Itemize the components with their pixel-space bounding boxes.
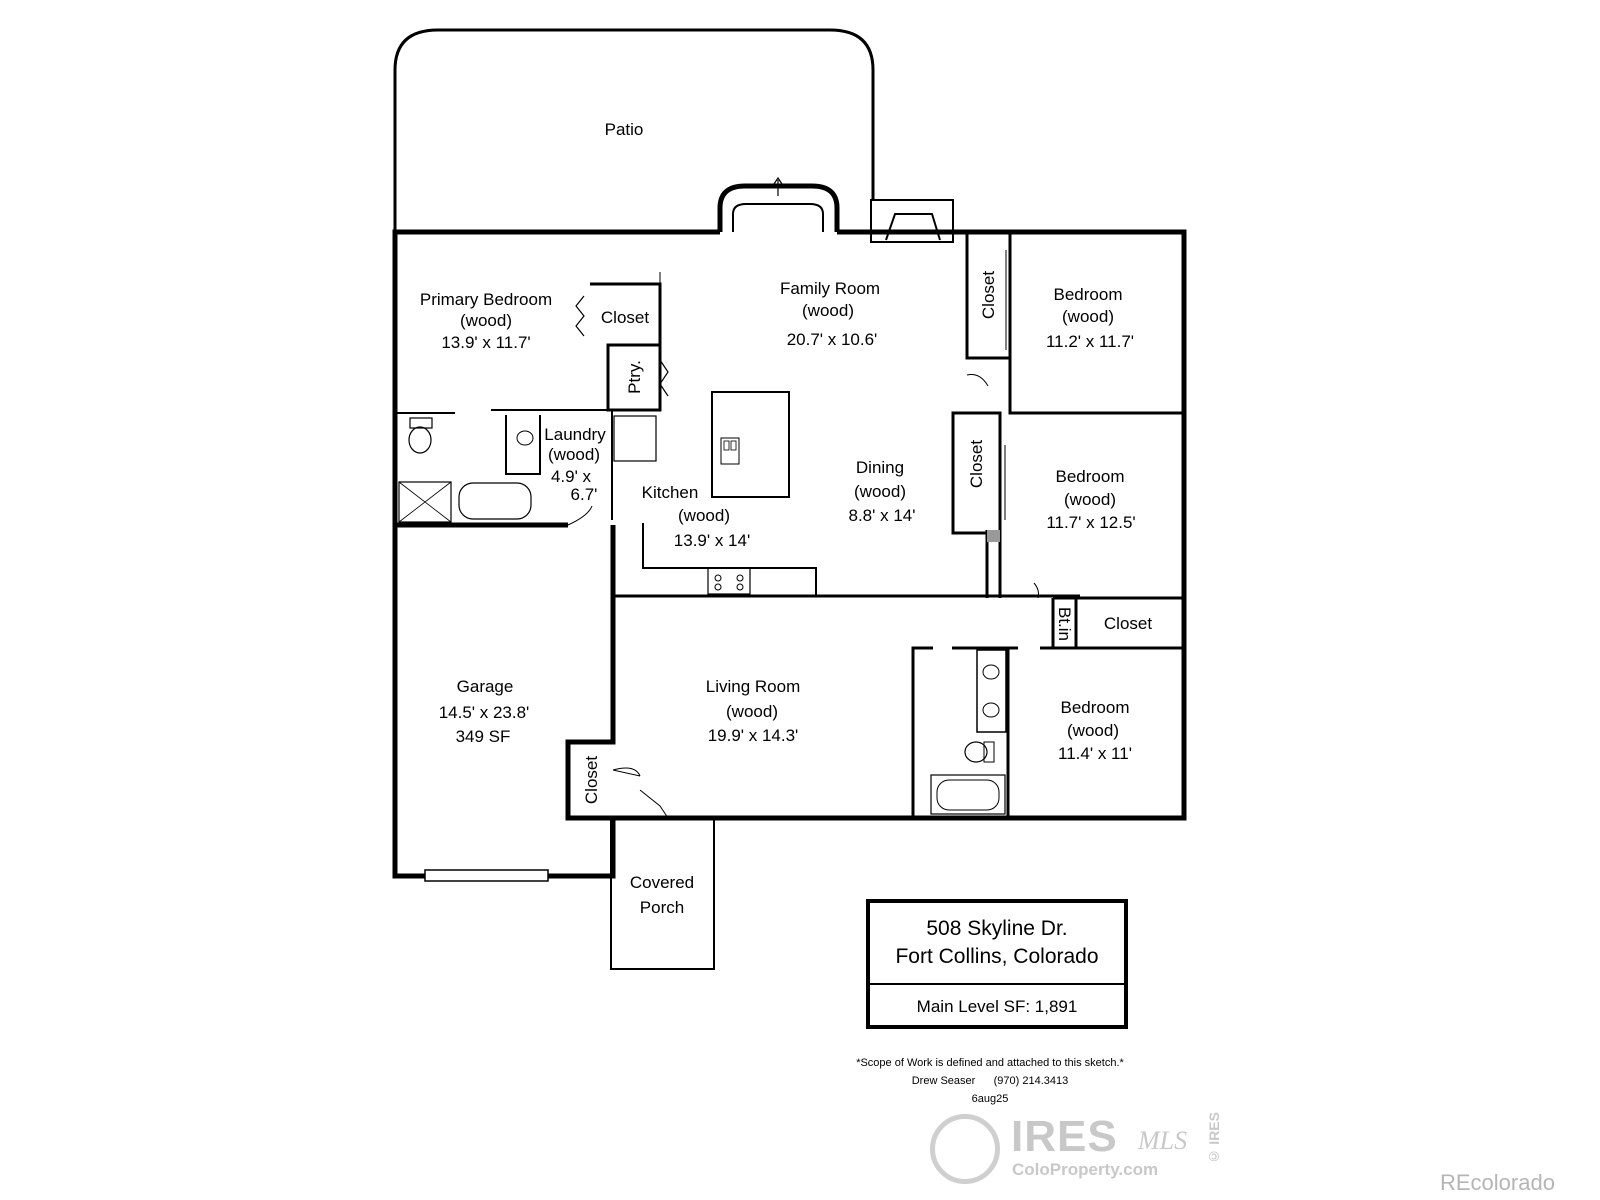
bedroom-e-closet-label: Closet (967, 440, 986, 488)
sketch-notes: *Scope of Work is defined and attached t… (800, 1054, 1180, 1108)
living-room-floor: (wood) (726, 702, 778, 721)
address-line-2: Fort Collins, Colorado (895, 945, 1099, 968)
primary-bedroom-size: 13.9' x 11.7' (441, 333, 530, 352)
kitchen-floor: (wood) (678, 506, 730, 525)
contact-line: Drew Seaser (970) 214.3413 (800, 1072, 1180, 1090)
bedroom-se-floor: (wood) (1067, 721, 1119, 740)
laundry-size-1: 4.9' x (551, 467, 592, 486)
laundry-name: Laundry (544, 425, 606, 444)
ires-site: ColoProperty.com (1012, 1160, 1159, 1179)
fireplace (870, 199, 954, 243)
bedroom-ne-name: Bedroom (1054, 285, 1123, 304)
ires-watermark: IRES MLS ColoProperty.com © IRES (926, 1110, 1236, 1190)
pantry-label: Ptry. (625, 360, 644, 394)
built-in-label: Bt.in (1055, 607, 1074, 641)
family-room-floor: (wood) (802, 301, 854, 320)
dining-size: 8.8' x 14' (849, 506, 916, 525)
garage-door (424, 869, 549, 882)
dining-name: Dining (856, 458, 904, 477)
covered-porch-line2: Porch (640, 898, 684, 917)
house-exterior-wall (392, 229, 1187, 879)
garage-size: 14.5' x 23.8' (439, 703, 530, 722)
bedroom-se-name: Bedroom (1061, 698, 1130, 717)
kitchen-name: Kitchen (642, 483, 699, 502)
ires-brand: IRES (1011, 1112, 1118, 1161)
bedroom-ne-closet-label: Closet (979, 271, 998, 319)
family-room-name: Family Room (780, 279, 880, 298)
garage-closet-label: Closet (582, 756, 601, 804)
bedroom-se-size: 11.4' x 11' (1058, 744, 1132, 763)
primary-bedroom-floor: (wood) (460, 311, 512, 330)
patio-outline (393, 28, 875, 232)
address-box: 508 Skyline Dr. Fort Collins, Colorado M… (866, 899, 1128, 1029)
family-room-size: 20.7' x 10.6' (787, 330, 878, 349)
primary-closet-label: Closet (601, 308, 649, 327)
ires-copyright: © IRES (1206, 1112, 1222, 1165)
covered-porch-line1: Covered (630, 873, 694, 892)
scope-note: *Scope of Work is defined and attached t… (856, 1057, 1124, 1069)
house-logo-icon (930, 1114, 1000, 1184)
kitchen-size: 13.9' x 14' (674, 531, 750, 550)
ires-mls: MLS (1138, 1126, 1188, 1155)
contact-phone: (970) 214.3413 (993, 1075, 1069, 1087)
primary-bedroom-name: Primary Bedroom (420, 290, 552, 309)
dining-floor: (wood) (854, 482, 906, 501)
living-room-size: 19.9' x 14.3' (708, 726, 799, 745)
covered-porch (610, 817, 715, 970)
bedroom-ne-floor: (wood) (1062, 307, 1114, 326)
bedroom-ne-size: 11.2' x 11.7' (1046, 332, 1134, 351)
living-room-name: Living Room (706, 677, 801, 696)
recolorado-watermark: REcolorado (1440, 1170, 1555, 1195)
laundry-size-2: 6.7' (571, 485, 598, 504)
bedroom-e-size: 11.7' x 12.5' (1046, 513, 1135, 532)
garage-area: 349 SF (456, 727, 511, 746)
bedroom-e-name: Bedroom (1056, 467, 1125, 486)
contact-name: Drew Seaser (911, 1075, 976, 1087)
garage-name: Garage (457, 677, 514, 696)
bedroom-e-floor: (wood) (1064, 490, 1116, 509)
main-level-sf: Main Level SF: 1,891 (916, 997, 1078, 1016)
hall-closet-label: Closet (1104, 614, 1152, 633)
patio-label: Patio (605, 120, 644, 139)
laundry-floor: (wood) (548, 445, 600, 464)
sketch-date: 6aug25 (971, 1093, 1009, 1105)
address-line-1: 508 Skyline Dr. (926, 917, 1068, 940)
kitchen-island (711, 391, 790, 498)
